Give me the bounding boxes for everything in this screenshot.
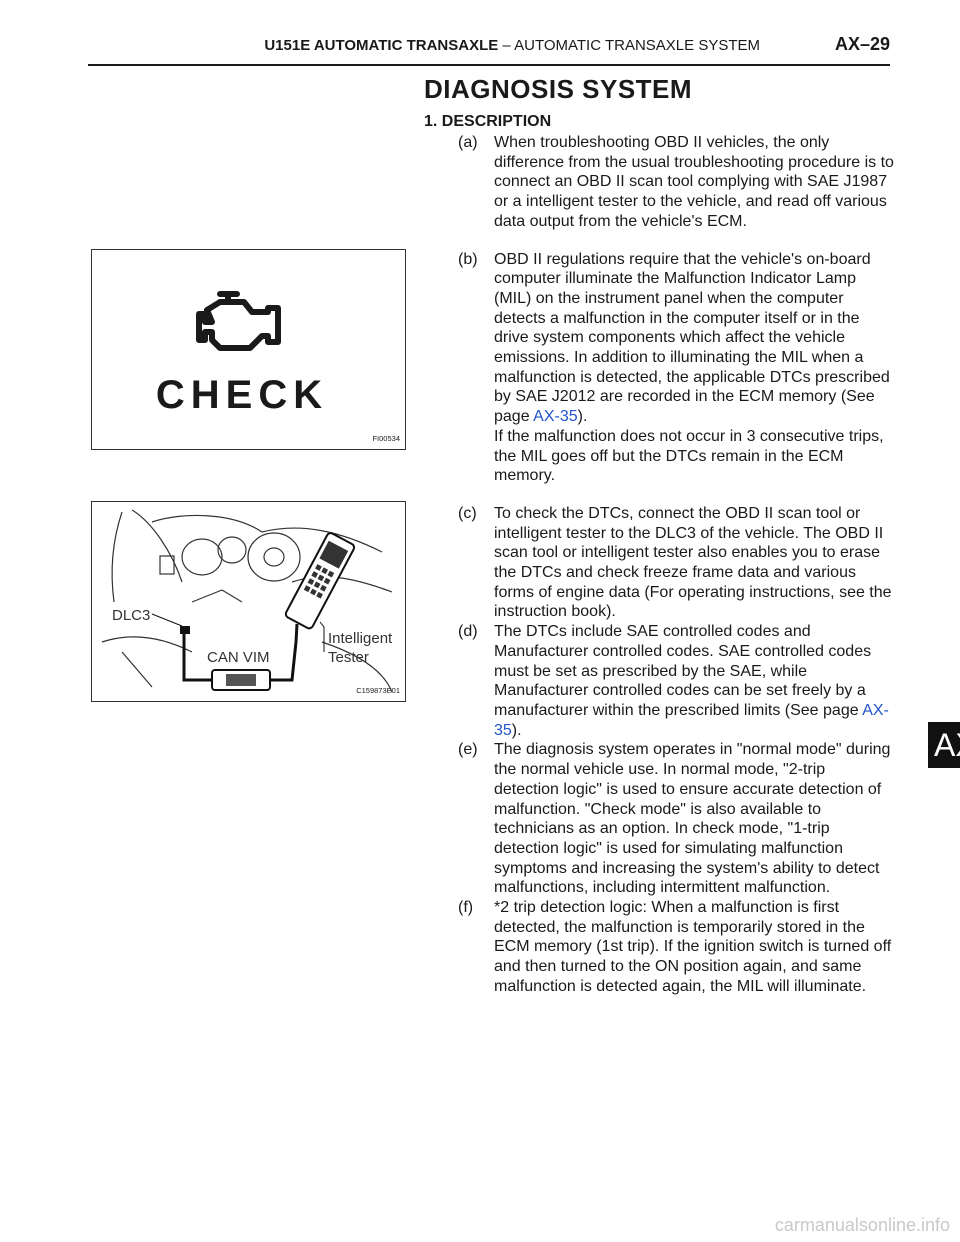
tester-label-2: Tester bbox=[328, 649, 369, 666]
item-text-end: ). bbox=[577, 408, 588, 426]
list-item: (e) The diagnosis system operates in "no… bbox=[424, 740, 894, 898]
dashboard-illustration: DLC3 CAN VIM Intelligent Tester bbox=[101, 509, 393, 693]
watermark: carmanualsonline.info bbox=[774, 1215, 950, 1235]
item-text: When troubleshooting OBD II vehicles, th… bbox=[494, 134, 894, 230]
check-text: CHECK bbox=[156, 373, 328, 417]
item-label: (e) bbox=[458, 741, 478, 759]
item-text-2: If the malfunction does not occur in 3 c… bbox=[494, 427, 884, 485]
item-text-end: ). bbox=[511, 721, 522, 739]
item-label: (b) bbox=[458, 250, 478, 268]
figure-code: C159873E01 bbox=[356, 686, 400, 695]
item-label: (c) bbox=[458, 504, 477, 522]
item-text: *2 trip detection logic: When a malfunct… bbox=[494, 899, 892, 995]
header-section-title: U151E AUTOMATIC TRANSAXLE – AUTOMATIC TR… bbox=[264, 37, 760, 54]
item-label: (a) bbox=[458, 134, 478, 151]
description-list: (a) When troubleshooting OBD II vehicles… bbox=[424, 133, 894, 997]
tester-label-1: Intelligent bbox=[328, 630, 393, 647]
page-number: AX–29 bbox=[834, 34, 890, 54]
page-header: U151E AUTOMATIC TRANSAXLE – AUTOMATIC TR… bbox=[88, 30, 890, 66]
section-heading: 1. DESCRIPTION bbox=[424, 113, 552, 130]
list-item: (b) OBD II regulations require that the … bbox=[424, 250, 894, 486]
figure-code: FI00534 bbox=[372, 434, 400, 443]
item-text: OBD II regulations require that the vehi… bbox=[494, 250, 890, 426]
item-label: (d) bbox=[458, 623, 478, 641]
page-title: DIAGNOSIS SYSTEM bbox=[424, 74, 693, 104]
dlc3-tester-figure: DLC3 CAN VIM Intelligent Tester C159873E… bbox=[91, 501, 406, 702]
item-text: The DTCs include SAE controlled codes an… bbox=[494, 623, 872, 719]
page-link[interactable]: AX-35 bbox=[533, 408, 578, 426]
engine-icon: CHECK bbox=[156, 291, 328, 417]
can-vim-label: CAN VIM bbox=[207, 649, 270, 666]
dlc3-label: DLC3 bbox=[112, 607, 150, 624]
list-item: (d) The DTCs include SAE controlled code… bbox=[424, 622, 894, 740]
section-tab: AX bbox=[928, 722, 960, 768]
list-item: (c) To check the DTCs, connect the OBD I… bbox=[424, 504, 894, 622]
item-text: The diagnosis system operates in "normal… bbox=[494, 741, 891, 897]
page-link[interactable]: AX-35 bbox=[494, 701, 889, 739]
item-label: (f) bbox=[458, 899, 474, 917]
list-item: (a) When troubleshooting OBD II vehicles… bbox=[424, 133, 894, 232]
list-item: (f) *2 trip detection logic: When a malf… bbox=[424, 898, 894, 997]
check-engine-figure: CHECK FI00534 bbox=[91, 249, 406, 450]
section-tab-label: AX bbox=[934, 727, 960, 763]
item-text: To check the DTCs, connect the OBD II sc… bbox=[494, 504, 892, 621]
